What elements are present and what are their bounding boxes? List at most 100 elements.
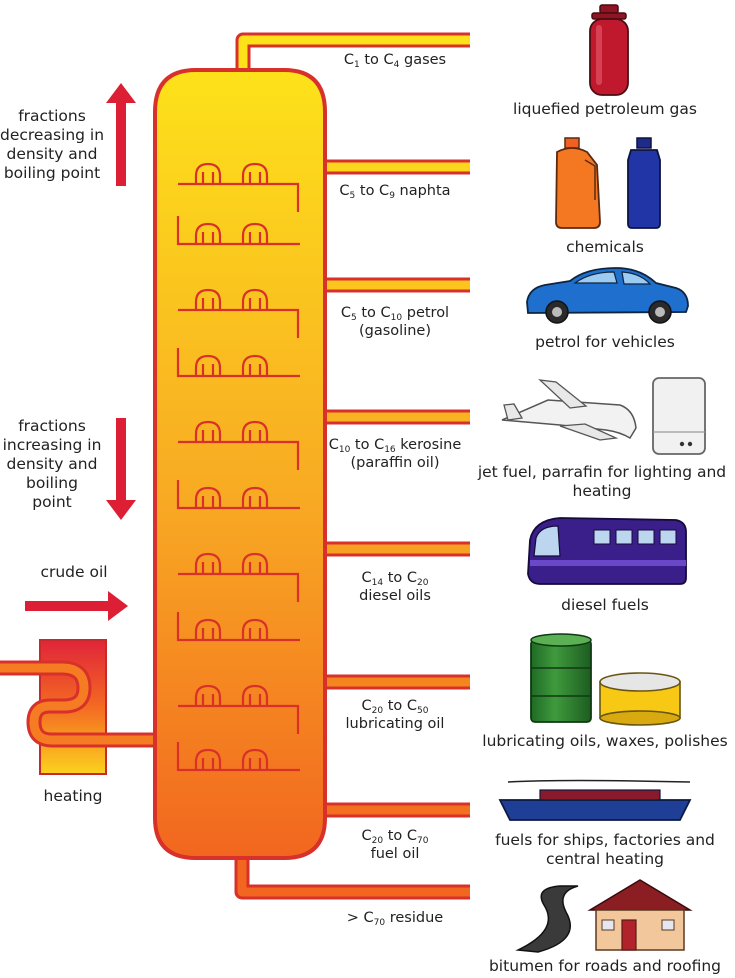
tray-segment bbox=[241, 748, 269, 770]
tray-segment bbox=[201, 694, 215, 706]
carbon-max: 50 bbox=[417, 706, 429, 716]
fraction-to: to bbox=[354, 437, 370, 453]
down-arrow bbox=[106, 418, 136, 520]
tray-segment bbox=[178, 440, 300, 470]
top-pipe bbox=[235, 32, 470, 80]
use-line: fuels for ships, factories and bbox=[495, 831, 715, 849]
decreasing-label-line: fractions bbox=[18, 107, 86, 125]
tray-segment bbox=[201, 496, 215, 508]
fraction-label-4: C14 to C20 diesel oils bbox=[320, 570, 470, 605]
tray-segment bbox=[248, 172, 262, 184]
tray-segment bbox=[241, 420, 269, 442]
crude-oil-label: crude oil bbox=[40, 563, 108, 581]
use-line: diesel fuels bbox=[561, 596, 649, 614]
carbon-max: 16 bbox=[384, 445, 396, 455]
tray-segment bbox=[194, 618, 222, 640]
gas-cylinder-icon bbox=[589, 4, 629, 96]
tray-segment bbox=[178, 182, 300, 212]
carbon-min: 1 bbox=[354, 60, 360, 70]
up-arrow bbox=[106, 83, 136, 186]
chemical-containers-icon bbox=[555, 137, 661, 229]
carbon-max: 70 bbox=[373, 918, 386, 928]
fraction-label-2: C5 to C10 petrol (gasoline) bbox=[320, 305, 470, 340]
fraction-to: to bbox=[361, 305, 376, 321]
use-line: chemicals bbox=[566, 238, 644, 256]
fraction-label-6: C20 to C70 fuel oil bbox=[320, 828, 470, 863]
fraction-to: to bbox=[364, 52, 379, 68]
tray-segment bbox=[241, 288, 269, 310]
carbon-min: 14 bbox=[371, 578, 384, 588]
fraction-line2: fuel oil bbox=[370, 845, 420, 862]
use-line: petrol for vehicles bbox=[535, 333, 675, 351]
carbon-max: 20 bbox=[417, 578, 429, 588]
ship-icon bbox=[498, 779, 692, 821]
fraction-name: kerosine bbox=[400, 437, 462, 453]
fraction-formula: C5 to C10 petrol bbox=[340, 305, 450, 323]
use-label-2: petrol for vehicles bbox=[475, 333, 735, 352]
fraction-label-7: > C70 residue bbox=[320, 910, 470, 928]
tray-segment bbox=[241, 552, 269, 574]
use-label-3: jet fuel, parrafin for lighting and heat… bbox=[469, 463, 735, 501]
tray-segment bbox=[248, 232, 262, 244]
use-label-7: bitumen for roads and roofing bbox=[475, 957, 735, 976]
tray-segment bbox=[178, 572, 300, 602]
tray-segment bbox=[241, 486, 269, 508]
tray-segment bbox=[201, 430, 215, 442]
tray-segment bbox=[201, 758, 215, 770]
tray-segment bbox=[178, 308, 300, 338]
jet-and-boiler-icon bbox=[501, 377, 706, 455]
carbon-min: 20 bbox=[371, 706, 384, 716]
carbon-min: 5 bbox=[349, 191, 356, 201]
tray-segment bbox=[201, 628, 215, 640]
fraction-label-1: C5 to C9 naphta bbox=[320, 183, 470, 201]
use-line: heating bbox=[572, 481, 632, 500]
fraction-label-0: C1 to C4 gases bbox=[320, 52, 470, 70]
tray-segment bbox=[194, 552, 222, 574]
decreasing-label-line: boiling point bbox=[3, 163, 101, 182]
fraction-to: to bbox=[387, 828, 403, 844]
tray-segment bbox=[194, 354, 222, 376]
fraction-formula: C20 to C70 bbox=[361, 828, 429, 846]
decreasing-label: fractions decreasing in density and boil… bbox=[0, 107, 104, 183]
use-label-0: liquefied petroleum gas bbox=[475, 100, 735, 119]
column-trays bbox=[176, 162, 300, 772]
use-line: bitumen for roads and roofing bbox=[488, 957, 722, 975]
fraction-label-3: C10 to C16 kerosine (paraffin oil) bbox=[320, 437, 470, 472]
use-label-1: chemicals bbox=[475, 238, 735, 257]
tray-segment bbox=[241, 684, 269, 706]
train-icon bbox=[527, 517, 687, 585]
tray-segment bbox=[194, 486, 222, 508]
fraction-to: to bbox=[387, 698, 403, 714]
carbon-min: 10 bbox=[338, 445, 351, 455]
tray-segment bbox=[248, 758, 262, 770]
tray-segment bbox=[201, 562, 215, 574]
decreasing-label-line: density and bbox=[6, 144, 98, 163]
tray-segment bbox=[248, 364, 262, 376]
bottom-pipe bbox=[234, 850, 470, 900]
road-and-house-icon bbox=[515, 879, 693, 953]
tray-segment bbox=[248, 562, 262, 574]
tray-segment bbox=[241, 354, 269, 376]
oil-drum-and-tin-icon bbox=[530, 633, 681, 726]
tray-segment bbox=[241, 162, 269, 184]
tray-segment bbox=[194, 748, 222, 770]
tray-segment bbox=[248, 298, 262, 310]
increasing-label-line: density and bbox=[6, 454, 98, 473]
tray-segment bbox=[194, 420, 222, 442]
carbon-min: 5 bbox=[351, 313, 357, 323]
tray-segment bbox=[241, 222, 269, 244]
tray-segment bbox=[194, 288, 222, 310]
use-line: jet fuel, parrafin for lighting and bbox=[477, 463, 727, 481]
fraction-name: petrol bbox=[406, 305, 450, 321]
fraction-formula: C1 to C4 gases bbox=[343, 52, 447, 70]
fraction-formula: C10 to C16 kerosine bbox=[328, 437, 462, 455]
output-pipes bbox=[320, 159, 470, 818]
fraction-line2: lubricating oil bbox=[345, 715, 445, 732]
tray-segment bbox=[194, 162, 222, 184]
tray-segment bbox=[248, 430, 262, 442]
tray-segment bbox=[248, 694, 262, 706]
use-label-5: lubricating oils, waxes, polishes bbox=[475, 732, 735, 751]
increasing-label-line: increasing in bbox=[2, 435, 102, 454]
